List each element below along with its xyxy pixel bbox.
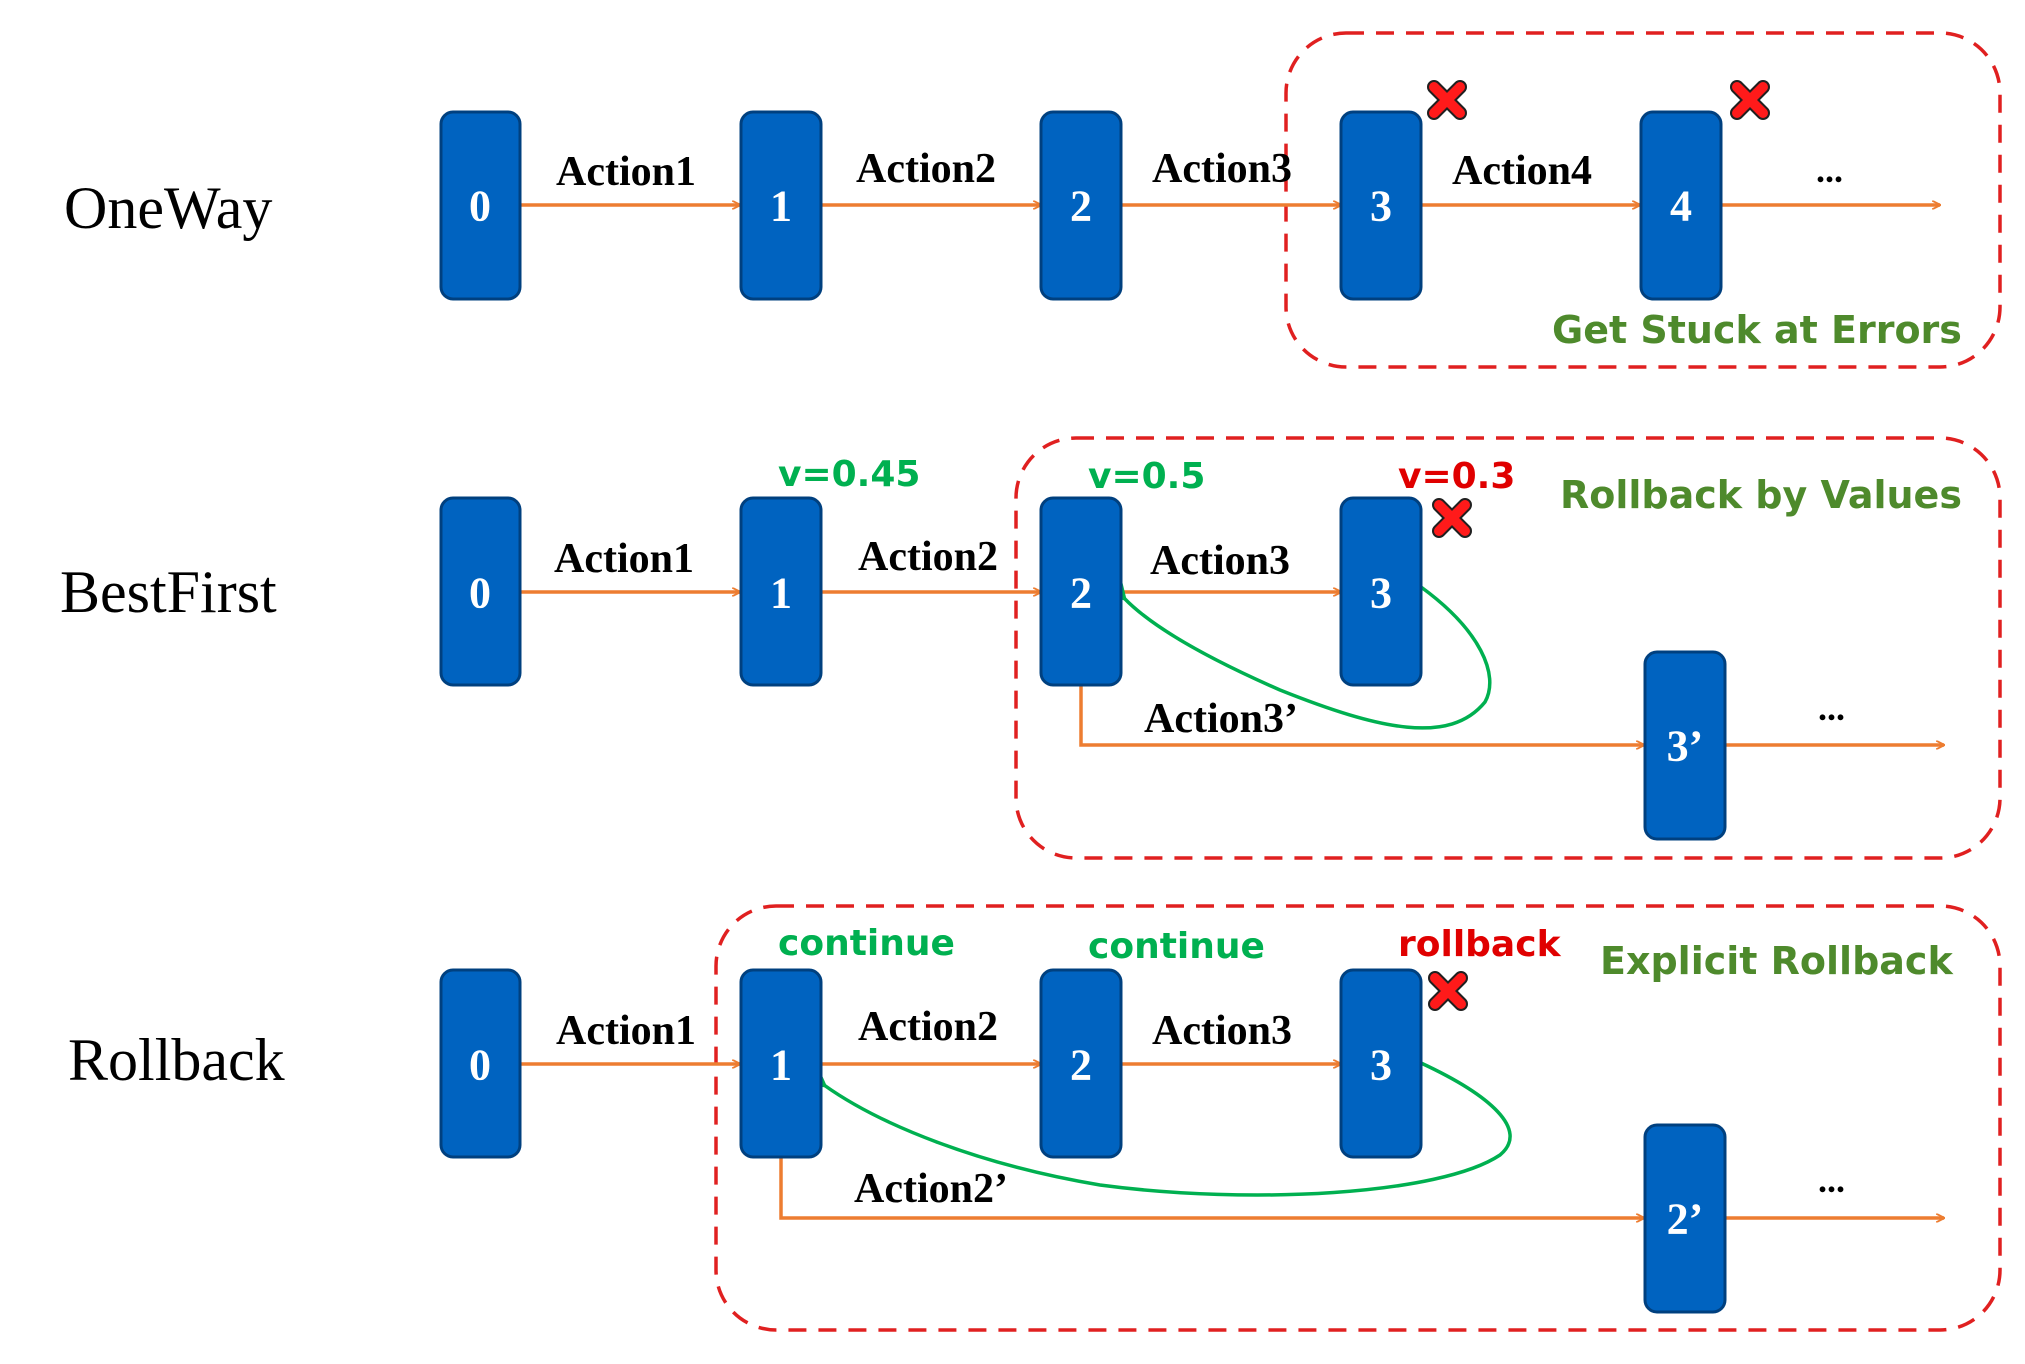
node-label: 0 <box>469 1041 491 1090</box>
state-node: 2 <box>1039 110 1123 301</box>
rollback-loop-arrow <box>1124 587 1492 730</box>
x-mark-icon <box>1428 971 1468 1011</box>
node-label: 4 <box>1670 182 1692 231</box>
oneway-group-title: Get Stuck at Errors <box>1552 308 1962 352</box>
action-label: Action2’ <box>854 1166 1008 1212</box>
action-label: Action3 <box>1152 1008 1292 1054</box>
state-node: 2’ <box>1643 1123 1727 1314</box>
edge-bestfirst-2-3prime <box>1079 686 1644 745</box>
node-label: 3 <box>1370 569 1392 618</box>
ellipsis: ... <box>1818 688 1845 728</box>
action-label: Action4 <box>1452 148 1592 194</box>
state-node: 2 <box>1039 968 1123 1159</box>
value-annotation: v=0.5 <box>1088 456 1205 497</box>
node-label: 1 <box>770 569 792 618</box>
row-label-bestfirst: BestFirst <box>60 559 277 625</box>
node-label: 0 <box>469 182 491 231</box>
state-node: 0 <box>439 110 522 301</box>
state-node: 1 <box>739 110 823 301</box>
state-node: 0 <box>439 968 522 1159</box>
bestfirst-row: BestFirst Rollback by Values v=0.45 v=0.… <box>60 436 2002 860</box>
state-node: 3 <box>1339 110 1423 301</box>
node-label: 3 <box>1370 1041 1392 1090</box>
value-annotation: v=0.3 <box>1398 456 1515 497</box>
action-label: Action2 <box>856 146 996 192</box>
state-node: 3 <box>1339 968 1423 1159</box>
node-label: 3’ <box>1667 722 1704 771</box>
rollback-row: Rollback Explicit Rollback continue cont… <box>68 904 2002 1332</box>
oneway-error-group <box>1284 31 2002 369</box>
bestfirst-group-title: Rollback by Values <box>1560 473 1962 517</box>
node-label: 2 <box>1070 182 1092 231</box>
node-label: 2 <box>1070 569 1092 618</box>
x-mark-icon <box>1427 80 1467 120</box>
node-label: 3 <box>1370 182 1392 231</box>
decision-annotation: continue <box>1088 926 1265 967</box>
action-label: Action2 <box>858 1004 998 1050</box>
state-node: 1 <box>739 496 823 687</box>
state-node: 1 <box>739 968 823 1159</box>
node-label: 1 <box>770 182 792 231</box>
action-label: Action1 <box>556 1008 696 1054</box>
row-label-rollback: Rollback <box>68 1027 285 1093</box>
action-label: Action1 <box>556 149 696 195</box>
oneway-row: OneWay Get Stuck at Errors Action1 Actio… <box>64 31 2002 369</box>
edge-rollback-1-2prime <box>779 1158 1644 1218</box>
row-label-oneway: OneWay <box>64 175 272 241</box>
rollback-loop-arrow <box>824 1061 1512 1197</box>
rollback-group-title: Explicit Rollback <box>1600 939 1953 983</box>
state-node: 4 <box>1639 110 1723 301</box>
node-label: 0 <box>469 569 491 618</box>
state-node: 2 <box>1039 496 1123 687</box>
ellipsis: ... <box>1818 1160 1845 1200</box>
ellipsis: ... <box>1816 150 1843 190</box>
node-label: 1 <box>770 1041 792 1090</box>
bestfirst-value-group <box>1014 436 2002 860</box>
action-label: Action1 <box>554 536 694 582</box>
action-label: Action3’ <box>1144 696 1298 742</box>
x-mark-icon <box>1730 80 1770 120</box>
action-label: Action3 <box>1152 146 1292 192</box>
state-node: 3 <box>1339 496 1423 687</box>
decision-annotation: rollback <box>1398 924 1562 965</box>
decision-annotation: continue <box>778 923 955 964</box>
state-node: 3’ <box>1643 650 1727 841</box>
action-label: Action3 <box>1150 538 1290 584</box>
value-annotation: v=0.45 <box>778 454 920 495</box>
rollback-explicit-group <box>714 904 2002 1332</box>
x-mark-icon <box>1432 498 1472 538</box>
node-label: 2’ <box>1667 1195 1704 1244</box>
action-label: Action2 <box>858 534 998 580</box>
node-label: 2 <box>1070 1041 1092 1090</box>
state-node: 0 <box>439 496 522 687</box>
